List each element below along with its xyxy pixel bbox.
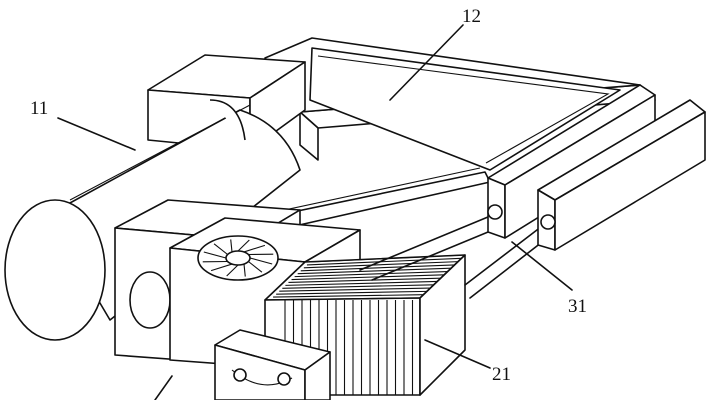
fan-hub — [225, 250, 251, 266]
rail-block-2-hole — [540, 214, 556, 230]
housing-side-end — [299, 111, 319, 161]
fan-blade — [243, 264, 246, 277]
housing-inner-floor — [309, 47, 621, 171]
guide-rod-2 — [371, 224, 506, 281]
heat-exchanger-top-fin — [269, 297, 421, 301]
guide-rod-1 — [359, 211, 501, 271]
motor-collar — [209, 99, 246, 141]
fan-blades — [202, 239, 274, 277]
heat-exchanger-top-fin — [294, 270, 448, 278]
fan-blade — [226, 264, 239, 277]
label-heat-exchanger: 21 — [492, 364, 511, 385]
guide-rod-3 — [464, 219, 551, 286]
heat-exchanger-top-fin — [291, 274, 445, 281]
leader-cutoff — [154, 375, 173, 400]
motor-end-cap — [4, 199, 106, 341]
fan-blade — [203, 251, 227, 259]
heat-exchanger-top-fin — [282, 284, 434, 289]
heat-exchanger-top-fin — [285, 280, 438, 286]
fan-blade — [210, 263, 233, 272]
fan-blade — [213, 243, 228, 255]
heat-exchanger-fins — [269, 254, 466, 395]
control-box — [214, 329, 331, 400]
housing-inner-rim — [317, 55, 610, 164]
heat-exchanger-top-fin — [303, 261, 459, 269]
label-guide-rail: 31 — [568, 296, 587, 317]
fan-blade — [243, 244, 266, 253]
heat-exchanger-top-fin — [306, 257, 462, 266]
heat-exchanger-top-fin — [279, 287, 431, 292]
rail-block-1-hole — [487, 204, 503, 220]
leader-lines — [57, 24, 573, 400]
front-box-port — [129, 271, 171, 329]
leader-guide-rail — [511, 241, 573, 291]
control-box-knob-left — [233, 368, 247, 382]
heat-exchanger-top-fin — [288, 277, 441, 284]
rail-block-2-side — [554, 111, 706, 251]
label-motor: 11 — [30, 98, 48, 119]
guide-rail-assembly — [359, 84, 706, 299]
motor-cylinder-highlight — [69, 104, 251, 201]
heat-exchanger-top-fin — [300, 264, 455, 272]
fan-blade — [230, 239, 233, 252]
heat-exchanger-top-fin — [297, 267, 452, 275]
control-box-knob-right — [277, 372, 291, 386]
control-box-face — [214, 344, 306, 400]
label-housing: 12 — [462, 6, 481, 27]
leader-housing — [389, 24, 464, 101]
housing-tray — [229, 37, 656, 236]
control-box-side — [304, 351, 331, 400]
heat-exchanger-top-fin — [276, 290, 427, 295]
heat-exchanger-side — [419, 254, 466, 396]
fan-blade — [237, 239, 250, 252]
leader-motor — [57, 117, 136, 151]
fan-blade — [249, 257, 273, 265]
fan-blade — [248, 261, 263, 273]
heat-exchanger-top-fin — [273, 294, 424, 298]
leader-heat-exchanger — [424, 339, 491, 369]
